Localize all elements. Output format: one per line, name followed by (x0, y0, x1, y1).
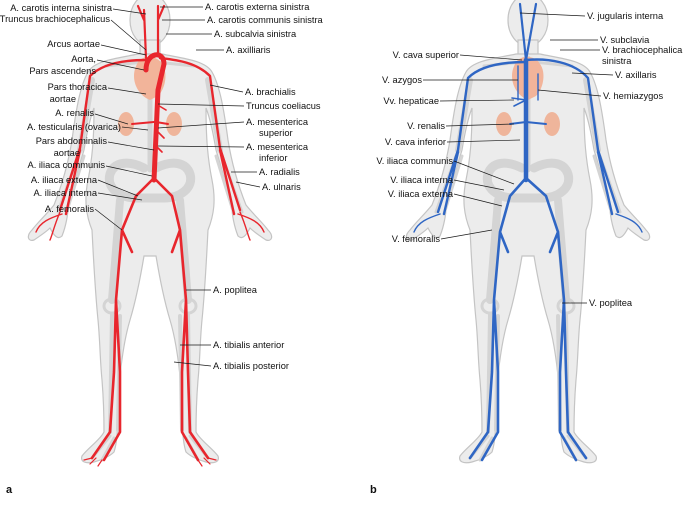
label: V. iliaca interna (390, 175, 454, 185)
label: A. poplitea (213, 285, 258, 295)
label: A. renalis (55, 108, 94, 118)
label: superior (259, 128, 293, 138)
label: Aorta, (71, 54, 96, 64)
label: A. tibialis anterior (213, 340, 284, 350)
label: V. azygos (382, 75, 422, 85)
panel-letter-a: a (6, 484, 13, 496)
label: V. brachiocephalica (602, 45, 683, 55)
label: A. mesenterica (246, 142, 309, 152)
label: A. axilliaris (226, 45, 271, 55)
label: A. mesenterica (246, 117, 309, 127)
label: V. iliaca externa (388, 189, 454, 199)
label: A. carotis communis sinistra (207, 15, 324, 25)
skeleton-a (58, 58, 242, 460)
label: V. jugularis interna (587, 11, 664, 21)
label: V. cava inferior (385, 137, 446, 147)
label: Pars thoracica (48, 82, 108, 92)
label: V. axillaris (615, 70, 657, 80)
label: Vv. hepaticae (383, 96, 439, 106)
label: V. renalis (407, 121, 445, 131)
label: A. ulnaris (262, 182, 301, 192)
label: inferior (259, 153, 287, 163)
label: A. carotis interna sinistra (10, 3, 113, 13)
vein-network (413, 2, 643, 462)
label: V. femoralis (392, 234, 441, 244)
label: V. cava superior (393, 50, 459, 60)
label: aortae (54, 148, 80, 158)
label: Arcus aortae (47, 39, 100, 49)
label: V. iliaca communis (376, 156, 453, 166)
label-layer: A. carotis interna sinistra Truncus brac… (0, 2, 683, 371)
label: Pars abdominalis (36, 136, 108, 146)
label: A. iliaca communis (28, 160, 106, 170)
label: A. testicularis (ovarica) (27, 122, 121, 132)
label: A. subcalvia sinistra (214, 29, 297, 39)
label: Truncus coeliacus (246, 101, 321, 111)
label: V. poplitea (589, 298, 633, 308)
kidney-left-a (166, 112, 182, 136)
kidney-left-b (544, 112, 560, 136)
panel-b-veins (405, 0, 651, 463)
label: A. radialis (259, 167, 300, 177)
label: A. iliaca externa (31, 175, 98, 185)
label: A. tibialis posterior (213, 361, 289, 371)
label: V. subclavia (600, 35, 650, 45)
label: A. femoralis (45, 204, 94, 214)
label: A. brachialis (245, 87, 296, 97)
leader-lines (94, 6, 614, 367)
label: sinistra (602, 56, 632, 66)
label: aortae (50, 94, 76, 104)
label: A. carotis externa sinistra (205, 2, 310, 12)
label: Pars ascendens (29, 66, 96, 76)
kidney-right-a (118, 112, 134, 136)
artery-network (35, 4, 265, 467)
label: A. iliaca interna (33, 188, 97, 198)
panel-letter-b: b (370, 484, 377, 496)
label: Truncus brachiocephalicus (0, 14, 110, 24)
panel-a-arteries (27, 0, 273, 467)
label: V. hemiazygos (603, 91, 663, 101)
